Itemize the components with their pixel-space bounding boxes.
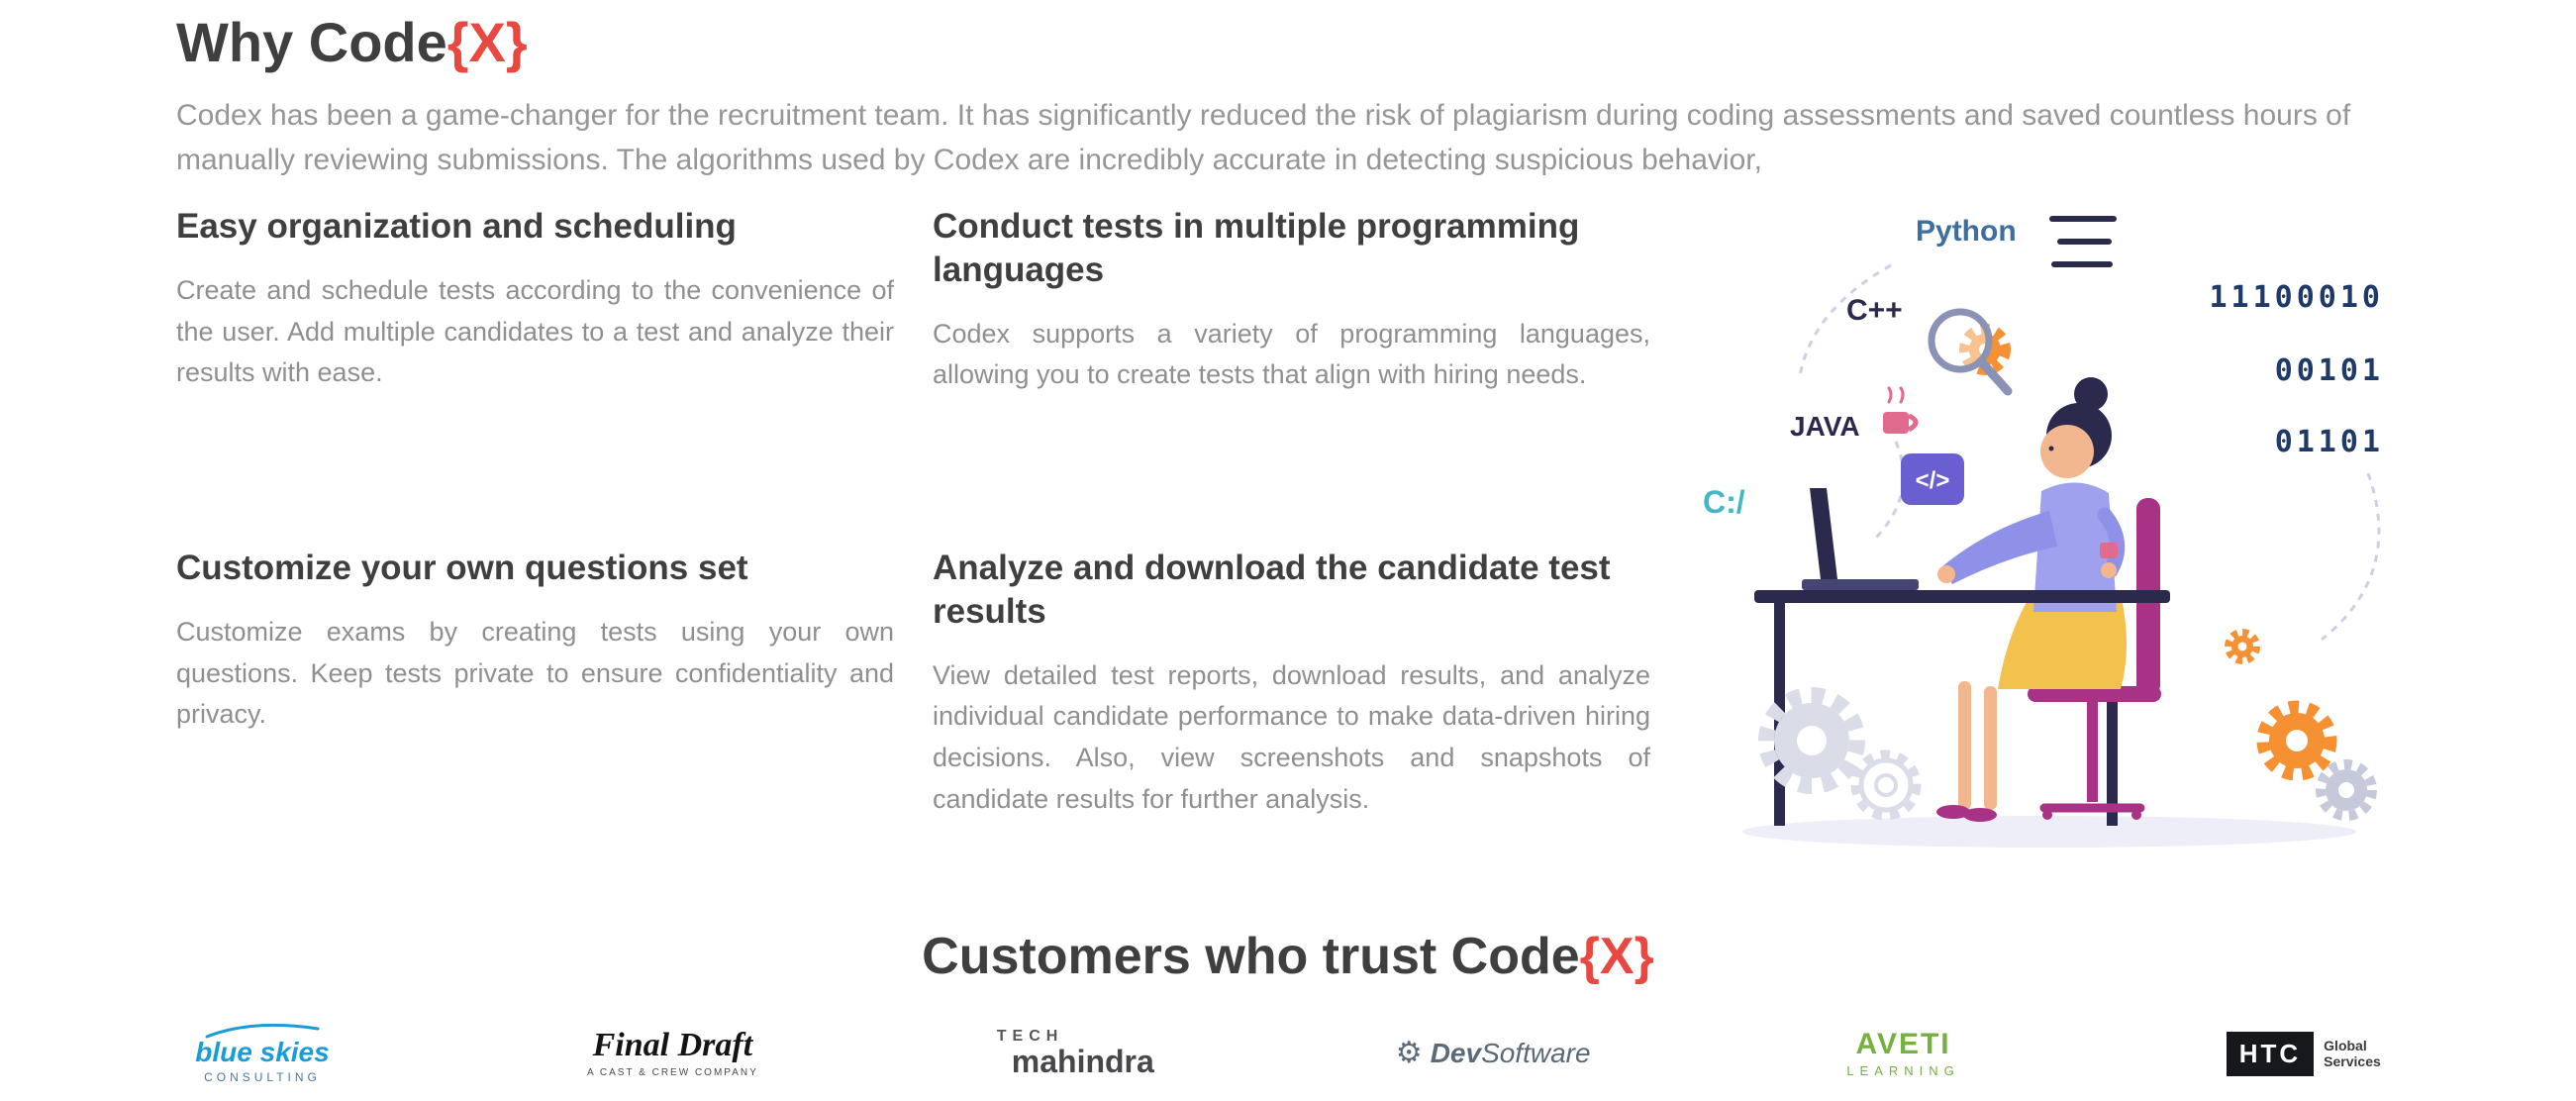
feature-body: Customize exams by creating tests using …: [176, 616, 894, 730]
logo-subtext: mahindra: [1011, 1044, 1154, 1080]
magnifier-icon: [1928, 308, 2013, 396]
logo-text: Final Draft: [592, 1027, 753, 1063]
customer-logo-strip: blue skies CONSULTING Final Draft A CAST…: [149, 1012, 2427, 1095]
page-title-accent: {X}: [446, 11, 528, 73]
gear-icon: ⚙: [1395, 1037, 1423, 1069]
logo-text: AVETI: [1855, 1027, 1951, 1060]
arm: [1942, 511, 2057, 584]
logo-subtext: LEARNING: [1846, 1062, 1960, 1078]
feature-title: Easy organization and scheduling: [176, 207, 737, 246]
dashed-decoration-lines: [1798, 263, 2381, 642]
c-drive-label: C:/: [1703, 484, 1745, 520]
coffee-cup-icon: [1883, 386, 1919, 434]
gear-icon-orange: [2256, 700, 2337, 781]
ground-shadow: [1742, 816, 2356, 848]
feature-title: Conduct tests in multiple programming la…: [933, 207, 1580, 289]
logo-final-draft: Final Draft A CAST & CREW COMPANY: [558, 1027, 786, 1079]
customers-title-text: Customers who trust Code: [922, 928, 1580, 985]
feature-title: Customize your own questions set: [176, 549, 748, 587]
customers-title: Customers who trust Code{X}: [0, 927, 2576, 986]
woman-head: [2040, 377, 2126, 578]
logo-htc-global-services: HTC Global Services: [2200, 1031, 2427, 1076]
feature-body: Create and schedule tests according to t…: [176, 274, 894, 388]
coffee-cup-in-hand: [2100, 543, 2118, 558]
customers-title-accent: {X}: [1579, 928, 1654, 985]
binary-row: 11100010: [2210, 280, 2385, 315]
logo-subtext: CONSULTING: [204, 1070, 321, 1084]
feature-card-multiple-languages: Conduct tests in multiple programming la…: [933, 205, 1650, 396]
swoosh-icon: [205, 1023, 320, 1039]
logo-text: TECH: [996, 1028, 1064, 1046]
code-tag-label: </>: [1916, 467, 1950, 494]
list-lines-icon: [2049, 216, 2117, 267]
logo-aveti-learning: AVETI LEARNING: [1790, 1027, 2018, 1078]
gear-icon-small-gray: [2316, 759, 2377, 821]
binary-row: 01101: [2275, 425, 2384, 459]
logo-subtext: Global Services: [2324, 1037, 2381, 1069]
gear-icon-small-orange: [2225, 629, 2260, 664]
gear-icon-outline-white: [1850, 750, 1922, 821]
python-label: Python: [1916, 215, 2017, 248]
logo-text: HTC: [2226, 1031, 2315, 1076]
desk: [1754, 590, 2170, 603]
page-title-text: Why Code: [176, 11, 447, 73]
logo-dev-software: ⚙ DevSoftware: [1379, 1038, 1607, 1069]
laptop-icon: [1802, 488, 1919, 590]
intro-paragraph: Codex has been a game-changer for the re…: [176, 99, 2351, 176]
binary-digits: 11100010 00101 01101: [2210, 280, 2385, 459]
code-tag-badge: </>: [1901, 453, 1964, 505]
logo-blue-skies-consulting: blue skies CONSULTING: [149, 1023, 376, 1084]
gear-icon-large-gray: [1758, 687, 1865, 794]
hair-bun: [2074, 377, 2108, 411]
logo-subtext: Software: [1481, 1038, 1591, 1068]
logo-subtext: A CAST & CREW COMPANY: [587, 1067, 758, 1078]
binary-row: 00101: [2275, 353, 2384, 388]
feature-card-easy-organization: Easy organization and scheduling Create …: [176, 205, 894, 394]
feature-title: Analyze and download the candidate test …: [933, 549, 1611, 631]
logo-text: Dev: [1430, 1038, 1482, 1068]
java-label: JAVA: [1790, 411, 1860, 442]
woman-figure: [1936, 482, 2127, 822]
feature-body: View detailed test reports, download res…: [933, 659, 1650, 815]
feature-card-analyze-results: Analyze and download the candidate test …: [933, 547, 1650, 821]
feature-body: Codex supports a variety of programming …: [933, 318, 1650, 390]
feature-card-custom-questions: Customize your own questions set Customi…: [176, 547, 894, 736]
cpp-label: C++: [1846, 294, 1903, 327]
coding-illustration-svg: Python C++ JAVA C:/ </> 11100010 0: [1703, 215, 2385, 848]
logo-text: blue skies: [195, 1037, 330, 1067]
page-title: Why Code{X}: [176, 12, 528, 73]
torso: [2033, 482, 2117, 612]
logo-tech-mahindra: TECH mahindra: [969, 1028, 1197, 1079]
skirt: [1998, 594, 2127, 689]
hero-illustration: Python C++ JAVA C:/ </> 11100010 0: [1663, 147, 2406, 879]
